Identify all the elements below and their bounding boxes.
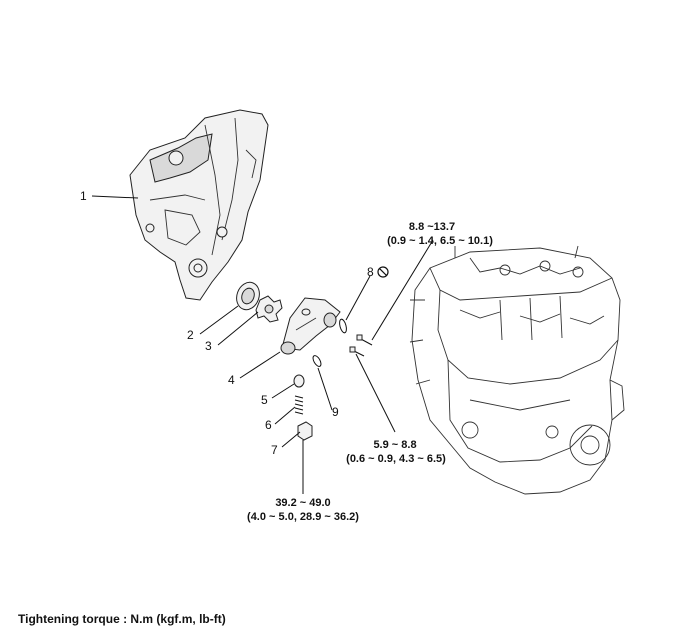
o-ring <box>339 318 347 334</box>
torque-upper-nm: 8.8 ~13.7 <box>409 221 455 233</box>
torque-lower-nm: 5.9 ~ 8.8 <box>373 439 416 451</box>
callout-7: 7 <box>271 443 278 457</box>
callout-3: 3 <box>205 339 212 353</box>
relief-plunger <box>293 374 305 388</box>
timing-chain-cover <box>129 109 269 301</box>
torque-upper-kgf-lbft: (0.9 ~ 1.4, 6.5 ~ 10.1) <box>387 235 493 247</box>
bolt-lower <box>349 346 365 357</box>
inner-rotor <box>255 295 283 323</box>
leader-lines <box>91 195 434 494</box>
torque-plug-kgf-lbft: (4.0 ~ 5.0, 28.9 ~ 36.2) <box>247 511 359 523</box>
callout-5: 5 <box>261 393 268 407</box>
callout-1: 1 <box>80 189 87 203</box>
prohibited-icon <box>377 266 389 278</box>
oil-pump-cover <box>280 297 341 355</box>
callout-6: 6 <box>265 418 272 432</box>
bolt-upper <box>356 334 373 346</box>
relief-plug <box>297 421 313 441</box>
callout-9: 9 <box>332 405 339 419</box>
seal-ring <box>312 355 322 367</box>
outer-rotor <box>236 281 260 311</box>
torque-lower-kgf-lbft: (0.6 ~ 0.9, 4.3 ~ 6.5) <box>346 453 446 465</box>
relief-spring <box>294 395 304 415</box>
engine-block <box>409 245 625 495</box>
callout-4: 4 <box>228 373 235 387</box>
torque-units-footnote: Tightening torque : N.m (kgf.m, lb-ft) <box>18 612 226 626</box>
callout-8: 8 <box>367 265 374 279</box>
callout-2: 2 <box>187 328 194 342</box>
torque-plug-nm: 39.2 ~ 49.0 <box>275 497 330 509</box>
